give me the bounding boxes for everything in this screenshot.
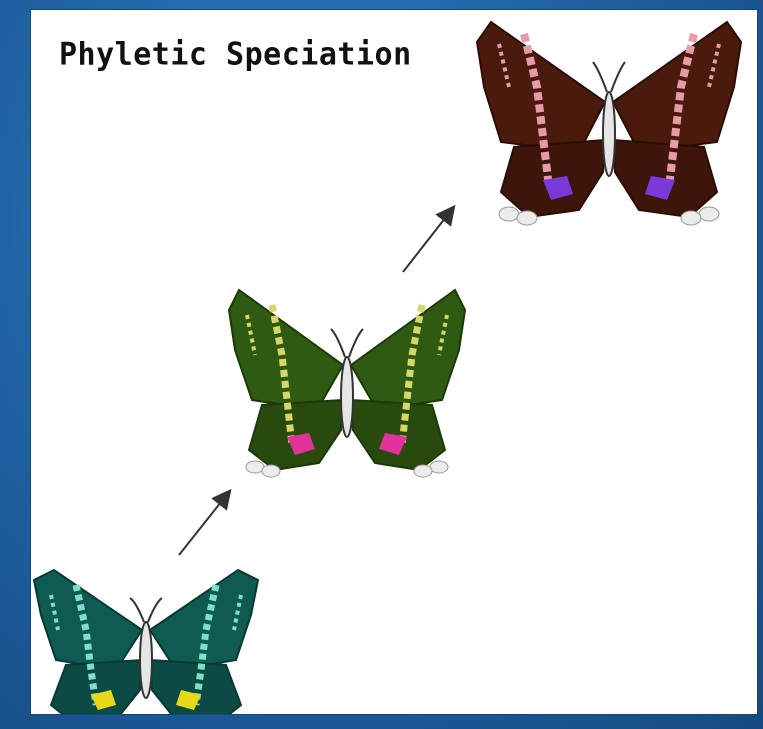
green-butterfly-icon bbox=[229, 290, 465, 477]
arrow-2-icon bbox=[403, 208, 453, 272]
speciation-diagram bbox=[31, 10, 757, 714]
teal-butterfly-icon bbox=[34, 570, 258, 714]
diagram-panel: Phyletic Speciation bbox=[31, 10, 757, 714]
arrow-1-icon bbox=[179, 492, 229, 555]
brown-butterfly-icon bbox=[477, 22, 741, 225]
